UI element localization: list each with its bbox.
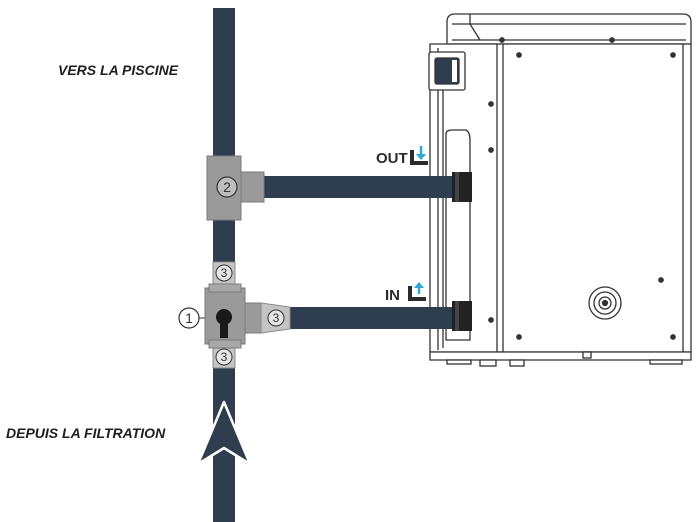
out-port-label: OUT [376,150,408,167]
valve-marker: 1 [178,307,205,329]
union-side-number: 3 [273,311,280,325]
union-bottom-number: 3 [221,350,228,364]
out-pipe [262,172,472,202]
drain-plug-icon [588,286,622,320]
outlet-arrow-icon [410,146,428,165]
union-side-marker: 3 [267,309,285,327]
in-pipe [290,301,472,331]
in-port-label: IN [385,287,400,304]
inlet-arrow-icon [408,282,426,301]
tee-fitting-marker: 2 [216,176,238,198]
union-bottom-marker: 3 [215,348,233,366]
to-pool-label: VERS LA PISCINE [58,62,179,78]
up-arrow-icon [196,400,252,466]
union-top-number: 3 [221,266,228,280]
valve-number: 1 [185,310,193,326]
from-filtration-label: DEPUIS LA FILTRATION [6,425,166,441]
heat-pump-unit [428,13,692,367]
valve-handle-icon [216,309,232,338]
tee-fitting-number: 2 [223,179,231,195]
union-top-marker: 3 [215,264,233,282]
